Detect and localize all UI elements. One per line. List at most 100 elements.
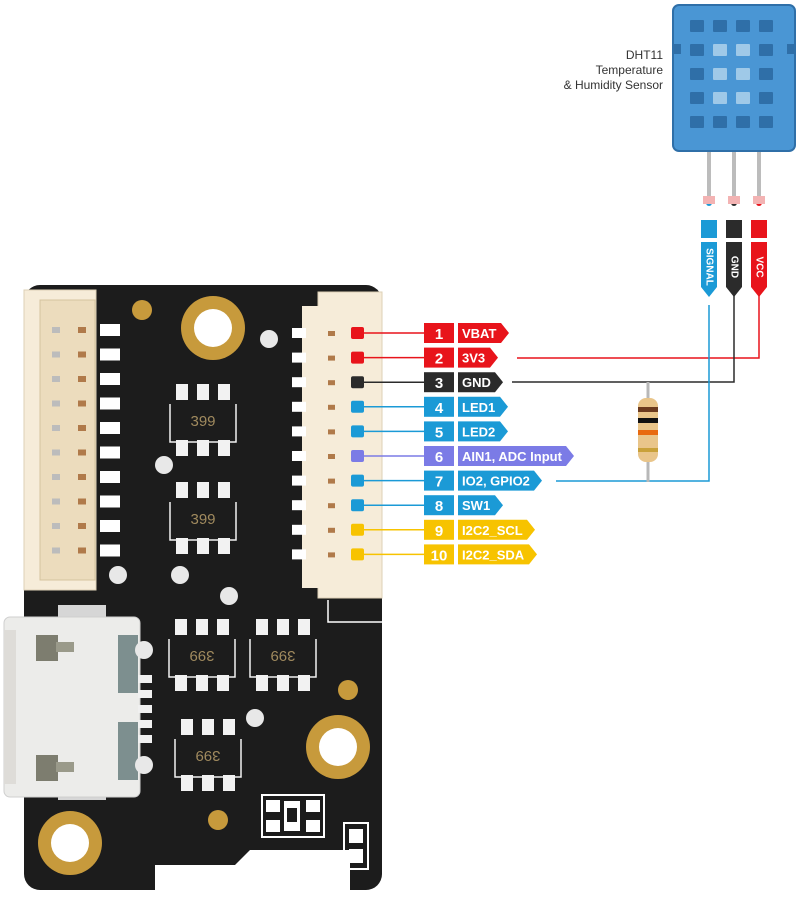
via [132, 300, 152, 320]
sensor-pin-signal: SIGNAL [701, 196, 717, 297]
pin-label: 3V3 [462, 351, 485, 366]
connector-pin [292, 549, 306, 560]
wire-gnd [512, 287, 735, 383]
connector-pin [292, 377, 306, 388]
pin-number-box [424, 396, 454, 417]
pin-label: GND [462, 375, 491, 390]
ic-chip: 399 [169, 384, 237, 456]
chip-marking: 399 [195, 747, 220, 764]
pin-dot [351, 376, 364, 389]
chip-marking: 399 [270, 647, 295, 664]
pin-row-4: 4 LED1 [292, 396, 508, 417]
pin-dot [351, 425, 364, 438]
pin-number-box [424, 347, 454, 368]
chip-marking: 399 [190, 413, 215, 430]
via [155, 456, 173, 474]
connector-pin [100, 422, 120, 434]
pin-number-box [424, 323, 454, 343]
ic-chip: 399 [169, 482, 237, 554]
pin-dot [351, 327, 364, 339]
connector-pin [100, 348, 120, 361]
connector-pin [292, 475, 306, 486]
connector-pin [100, 397, 120, 410]
pin-number-box [424, 495, 454, 516]
pin-label-tag [458, 421, 508, 442]
pin-number: 2 [435, 351, 443, 368]
connector-pin [292, 524, 306, 535]
silkscreen-line [327, 600, 382, 623]
sensor-name: DHT11 [625, 48, 663, 62]
mounting-hole-bottom [38, 811, 102, 875]
pin-label-tag [458, 323, 509, 343]
mounting-hole-top [181, 296, 245, 360]
connector-pin [100, 471, 120, 483]
connector-pin [292, 328, 306, 338]
sensor-pin-gnd: GND [726, 196, 742, 297]
pin-number: 5 [435, 424, 443, 441]
pin-label-tag [458, 544, 537, 565]
via [208, 810, 228, 830]
pin-label: LED1 [462, 400, 495, 415]
left-connector [23, 289, 120, 591]
connector-pin [100, 324, 120, 336]
pin-dot [351, 351, 364, 364]
sensor-pin-vcc: VCC [751, 196, 767, 297]
pin-number: 10 [431, 547, 448, 564]
mounting-hole-right [306, 715, 370, 779]
pin-row-3: 3 GND [292, 372, 503, 393]
wires [512, 287, 760, 482]
via [109, 566, 127, 584]
resistor [638, 382, 658, 482]
pin-label: IO2, GPIO2 [462, 474, 530, 489]
pin-number: 6 [435, 449, 443, 466]
pin-label: I2C2_SCL [462, 523, 523, 538]
pin-label-tag [458, 446, 574, 466]
connector-pin [292, 500, 306, 511]
via [246, 709, 264, 727]
pin-label-tag [458, 396, 508, 417]
pin-number-box [424, 372, 454, 393]
board-edge-cutout [155, 850, 350, 890]
pin-number-box [424, 421, 454, 442]
pin-number: 7 [435, 474, 443, 491]
pin-dot [351, 450, 364, 462]
pin-number-box [424, 544, 454, 565]
sensor-pin-label: GND [728, 256, 739, 278]
pin-label-tag [458, 372, 503, 393]
connector-pin [100, 446, 120, 459]
dht11-sensor [672, 4, 796, 200]
pin-label-tag [458, 495, 503, 516]
pin-number: 8 [435, 498, 443, 515]
pin-label-tag [458, 470, 542, 491]
ic-chip: 399 [249, 619, 317, 691]
connector-pin [100, 373, 120, 385]
sensor-desc-line1: Temperature [595, 63, 663, 77]
right-connector [302, 291, 383, 599]
pin-number: 3 [435, 375, 443, 392]
via [171, 566, 189, 584]
wire-signal [556, 305, 710, 482]
connector-pin [292, 426, 306, 437]
button-footprint [261, 794, 325, 838]
pin-number: 4 [435, 400, 444, 417]
pin-label: AIN1, ADC Input [462, 449, 563, 464]
pin-number-box [424, 446, 454, 466]
pin-dot [351, 548, 364, 561]
via [260, 330, 278, 348]
chip-marking: 399 [190, 511, 215, 528]
pin-dot [351, 474, 364, 487]
sensor-pin-label: SIGNAL [703, 248, 714, 286]
via [338, 680, 358, 700]
pin-row-7: 7 IO2, GPIO2 [292, 470, 542, 491]
pin-row-2: 2 3V3 [292, 347, 498, 368]
pin-number: 1 [435, 326, 443, 343]
pin-dot [351, 523, 364, 536]
pin-number-box [424, 470, 454, 491]
connector-pin [292, 451, 306, 461]
